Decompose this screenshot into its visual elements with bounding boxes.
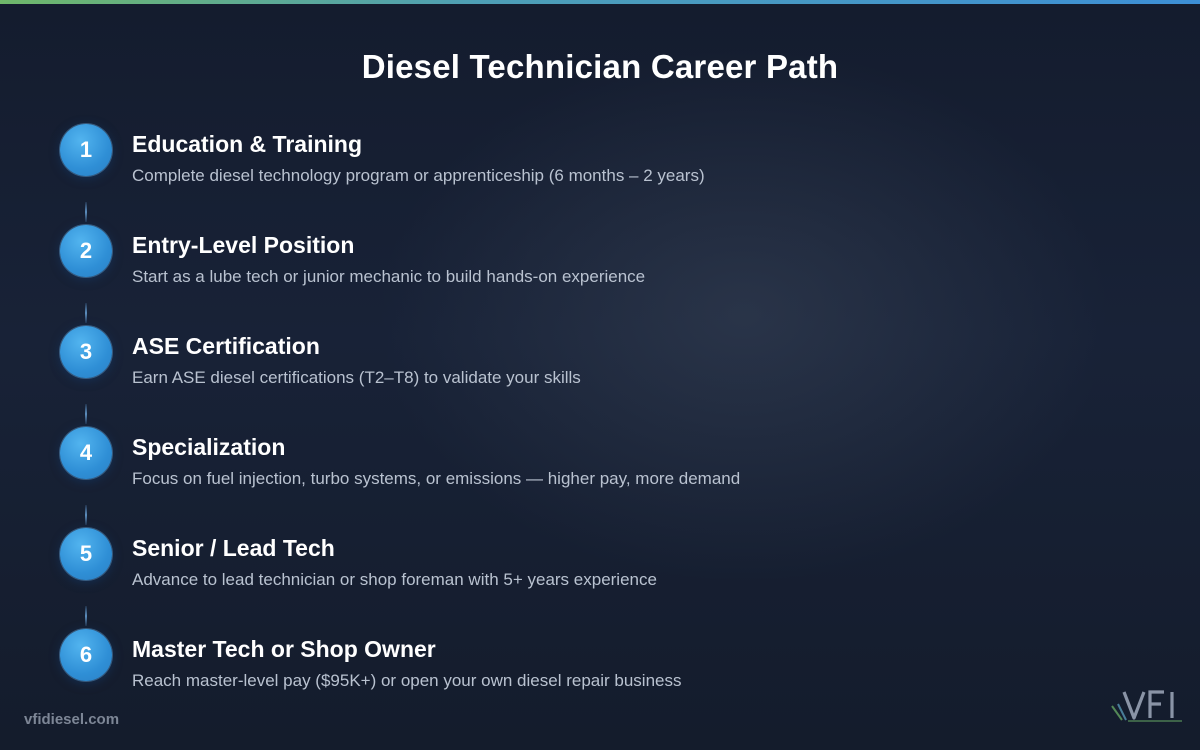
step-title: Senior / Lead Tech (132, 535, 335, 561)
career-step-2: 2 Entry-Level Position Start as a lube t… (60, 225, 1060, 326)
footer-site-url: vfidiesel.com (24, 711, 120, 728)
step-title: Entry-Level Position (132, 232, 355, 258)
step-number-badge: 4 (60, 427, 112, 479)
step-connector (85, 404, 87, 424)
step-description: Advance to lead technician or shop forem… (132, 570, 657, 589)
step-number-badge: 1 (60, 124, 112, 176)
page-title: Diesel Technician Career Path (361, 48, 839, 85)
top-accent-bar (0, 0, 1200, 4)
career-step-5: 5 Senior / Lead Tech Advance to lead tec… (60, 528, 1060, 629)
step-number-badge: 3 (60, 326, 112, 378)
step-description: Earn ASE diesel certifications (T2–T8) t… (132, 368, 581, 387)
step-number-badge: 2 (60, 225, 112, 277)
step-title: Education & Training (132, 131, 363, 157)
step-description: Reach master-level pay ($95K+) or open y… (132, 671, 682, 690)
step-description: Start as a lube tech or junior mechanic … (132, 267, 646, 286)
step-connector (85, 606, 87, 626)
career-step-3: 3 ASE Certification Earn ASE diesel cert… (60, 326, 1060, 427)
step-connector (85, 505, 87, 525)
step-connector (85, 202, 87, 222)
vfi-logo-icon (1111, 690, 1182, 722)
step-title: ASE Certification (132, 333, 320, 359)
step-number-badge: 6 (60, 629, 112, 681)
career-step-1: 1 Education & Training Complete diesel t… (60, 124, 1060, 225)
step-description: Focus on fuel injection, turbo systems, … (132, 469, 741, 488)
career-step-6: 6 Master Tech or Shop Owner Reach master… (60, 629, 1060, 730)
step-number-badge: 5 (60, 528, 112, 580)
step-description: Complete diesel technology program or ap… (132, 166, 705, 185)
step-title: Specialization (132, 434, 286, 460)
step-connector (85, 303, 87, 323)
step-title: Master Tech or Shop Owner (132, 636, 436, 662)
career-steps: 1 Education & Training Complete diesel t… (60, 124, 1060, 730)
career-step-4: 4 Specialization Focus on fuel injection… (60, 427, 1060, 528)
